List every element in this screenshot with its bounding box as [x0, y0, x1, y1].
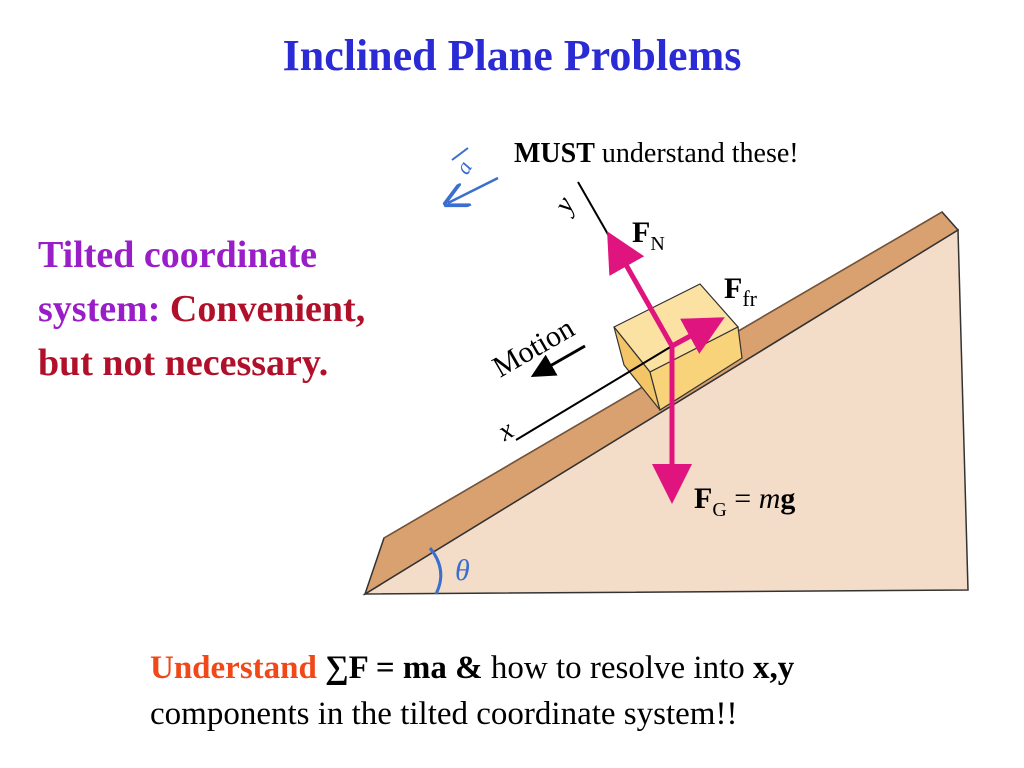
diagram-header: MUST understand these! [514, 138, 799, 169]
side-note-line2a: system: [38, 288, 170, 330]
bottom-formula: ∑F = ma & [325, 650, 483, 686]
normal-force-arrow [607, 231, 675, 348]
motion-label: Motion [487, 311, 580, 384]
side-note-line3: but not necessary. [38, 342, 329, 384]
handwritten-accel-arrow [448, 176, 499, 203]
friction-force-arrow [670, 317, 725, 354]
side-note: Tilted coordinate system: Convenient, bu… [38, 228, 458, 390]
bottom-understand: Understand [150, 650, 317, 686]
gravity-force-label: FG = mg [694, 482, 795, 521]
x-axis-label: x [492, 414, 520, 448]
x-axis [515, 345, 673, 441]
y-axis-label: y [547, 191, 582, 220]
motion-arrow [530, 344, 586, 377]
handwritten-accel-vector-bar [451, 147, 469, 161]
angle-arc [428, 547, 443, 595]
side-note-line1: Tilted coordinate [38, 234, 318, 276]
angle-theta: θ [455, 554, 470, 587]
bottom-middle: how to resolve into [490, 650, 745, 686]
side-note-line2b: Convenient, [169, 288, 366, 330]
bottom-line2: components in the tilted coordinate syst… [150, 696, 738, 732]
incline-side-face [362, 228, 969, 595]
friction-force-label: Ffr [724, 272, 758, 311]
normal-force-label: FN [632, 216, 665, 255]
bottom-instruction: Understand ∑F = ma & how to resolve into… [150, 645, 1010, 737]
bottom-xy: x,y [753, 650, 795, 686]
slide-title: Inclined Plane Problems [282, 31, 742, 80]
